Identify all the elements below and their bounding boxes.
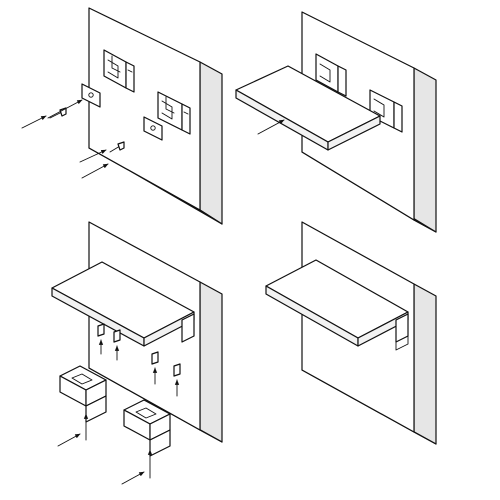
arrow-shelf — [257, 119, 285, 135]
arrow-cover-left-diag — [57, 433, 81, 447]
bracket-right-mounted — [157, 91, 191, 135]
panel-step-2 — [235, 11, 437, 233]
arrow-screw-right — [79, 149, 107, 163]
panel-step-3 — [51, 221, 223, 485]
bracket-left-mounted — [103, 49, 135, 93]
arrow-bottom — [81, 163, 109, 179]
shelf-board — [51, 261, 195, 347]
bracket-left-mounted — [315, 53, 347, 97]
shelf-board — [265, 259, 409, 351]
bracket-cover-left — [59, 365, 107, 423]
screw-row-top — [97, 323, 181, 377]
wall-plate-left — [81, 83, 101, 108]
panel-step-1 — [21, 7, 223, 225]
screw-right — [109, 141, 125, 153]
screw-left — [49, 107, 67, 119]
arrow-cover-right-diag — [121, 471, 145, 485]
arrow-plate — [47, 99, 83, 119]
bracket-cover-right — [123, 399, 171, 457]
panel-step-4 — [265, 221, 437, 445]
wall-plate-right — [143, 116, 163, 141]
arrow-screw-left — [21, 115, 47, 129]
wall-board — [88, 7, 223, 225]
